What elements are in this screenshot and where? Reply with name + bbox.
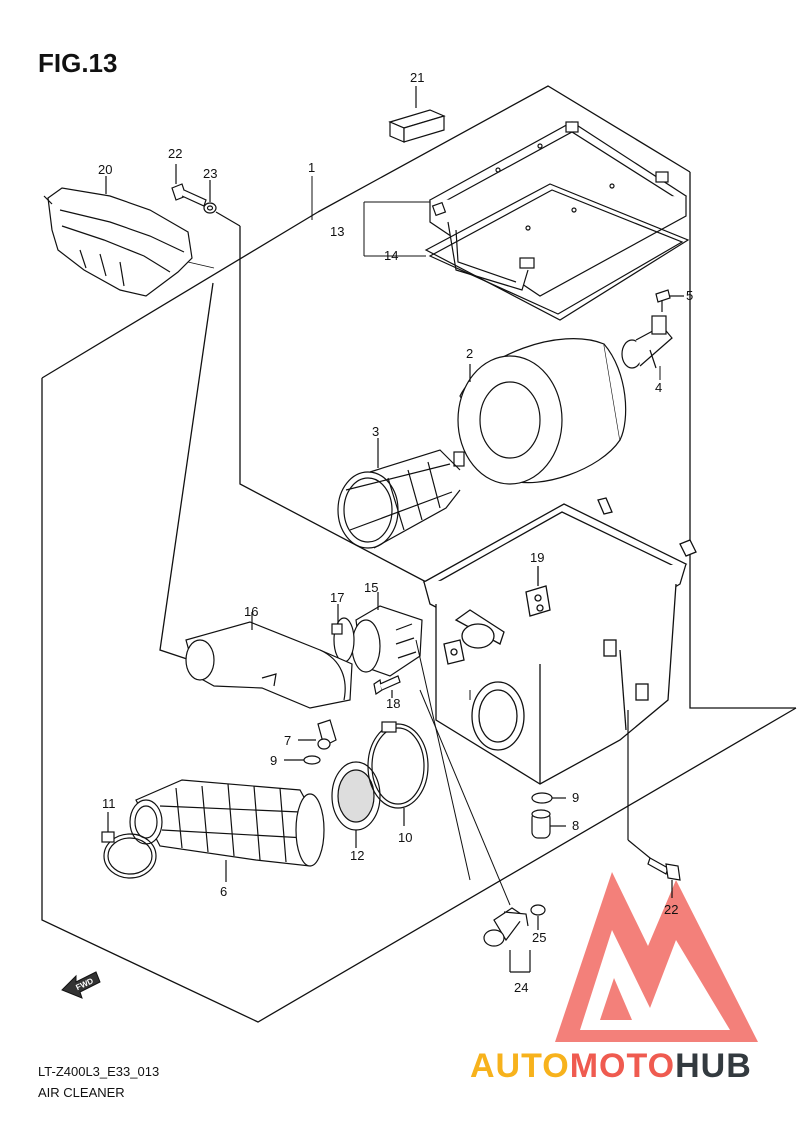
part-22-bolt-bottom	[627, 710, 681, 898]
watermark-text: AUTOMOTOHUB	[470, 1047, 752, 1086]
callout-3: 3	[372, 424, 379, 439]
figure-title: FIG.13	[38, 48, 118, 78]
watermark-part3: HUB	[675, 1047, 752, 1085]
callout-11: 11	[102, 796, 116, 811]
callout-4: 4	[655, 380, 662, 395]
part-5-screw	[655, 289, 684, 312]
callout-20: 20	[98, 162, 112, 177]
part-4-clamp	[621, 315, 673, 369]
part-7-clip	[298, 719, 337, 750]
leader-lines	[311, 176, 661, 906]
callout-8: 8	[572, 818, 579, 833]
callout-15: 15	[364, 580, 378, 595]
part-6-bellows	[129, 779, 325, 882]
callout-12: 12	[350, 848, 364, 863]
part-15-joint	[351, 592, 423, 677]
callout-23: 23	[203, 166, 217, 181]
callout-13: 13	[330, 224, 344, 239]
assembly-outline	[41, 85, 797, 1023]
callout-21: 21	[410, 70, 424, 85]
callout-16: 16	[244, 604, 258, 619]
callout-17: 17	[330, 590, 344, 605]
callout-1: 1	[308, 160, 315, 175]
watermark-logo	[555, 872, 758, 1042]
callout-6: 6	[220, 884, 227, 899]
part-20-cover	[43, 176, 215, 297]
part-1-case	[422, 497, 697, 785]
part-14-gasket	[424, 183, 690, 321]
callout-9-right: 9	[572, 790, 579, 805]
callout-7: 7	[284, 733, 291, 748]
part-13-lid	[428, 121, 688, 297]
drawing-name: AIR CLEANER	[38, 1085, 125, 1100]
part-9-clip-left	[284, 755, 321, 765]
watermark-part2: MOTO	[569, 1047, 676, 1085]
drawing-code: LT-Z400L3_E33_013	[38, 1064, 160, 1079]
callout-19: 19	[530, 550, 544, 565]
callout-5: 5	[686, 288, 693, 303]
callout-22-top: 22	[168, 146, 182, 161]
part-2-filter	[457, 338, 627, 485]
callout-10: 10	[398, 830, 412, 845]
part-16-duct	[185, 612, 353, 709]
part-21-block	[388, 86, 446, 143]
leader-13-14	[363, 201, 430, 257]
part-17-clamp	[331, 604, 355, 663]
part-24-bracket	[483, 907, 531, 973]
part-8-grommet	[531, 809, 566, 839]
part-9-clip-right	[531, 792, 566, 804]
callout-14: 14	[384, 248, 398, 263]
watermark-part1: AUTO	[470, 1047, 570, 1085]
fwd-arrow-icon: FWD	[61, 971, 101, 999]
callout-labels: 21 20 22 23 1 13 14 5 4 2 3 19 15 16 17 …	[98, 70, 693, 995]
callout-18: 18	[386, 696, 400, 711]
callout-25: 25	[532, 930, 546, 945]
callout-24: 24	[514, 980, 528, 995]
part-12-screen	[331, 761, 381, 848]
part-11-clamp	[101, 812, 157, 879]
callout-9-left: 9	[270, 753, 277, 768]
part-25-washer	[530, 904, 546, 930]
part-18-bolt	[373, 675, 401, 698]
callout-22-bottom: 22	[664, 902, 678, 917]
part-3-cage	[337, 438, 465, 549]
part-22-screw-top	[171, 164, 241, 227]
part-10-band	[367, 721, 429, 826]
callout-2: 2	[466, 346, 473, 361]
